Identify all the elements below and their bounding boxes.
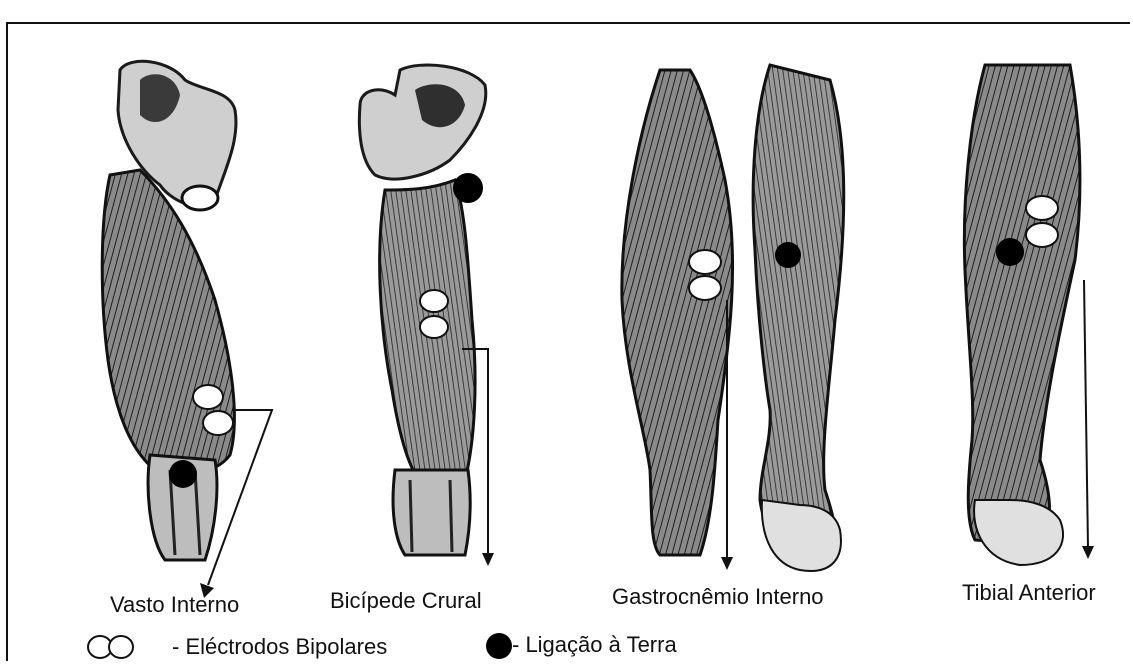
- electrode-gastro-2: [689, 276, 721, 300]
- thigh-illustration-vasto: [102, 61, 236, 560]
- electrode-vasto-1: [193, 385, 223, 409]
- legend-ground-icon: [486, 633, 512, 659]
- lower-leg-illustration-gastro-left: [622, 70, 733, 555]
- legend-ground-label: - Ligação à Terra: [512, 632, 677, 658]
- electrode-bicipede-1: [420, 290, 448, 312]
- calf-muscle-right: [753, 65, 844, 560]
- label-bicipede-crural: Bicípede Crural: [330, 588, 482, 614]
- markers: [169, 173, 1058, 488]
- ground-vasto: [169, 460, 197, 488]
- label-tibial-anterior: Tibial Anterior: [962, 580, 1096, 606]
- lower-leg-illustration-tibial: [964, 65, 1080, 565]
- ground-tibial: [996, 238, 1024, 266]
- thigh-illustration-bicipede: [359, 65, 485, 555]
- knee-shape-bicipede: [393, 470, 470, 555]
- label-vasto-interno: Vasto Interno: [110, 592, 239, 618]
- ground-bicipede: [453, 173, 483, 203]
- electrode-tibial-1: [1026, 196, 1058, 220]
- electrode-vasto-2: [203, 411, 233, 435]
- electrode-tibial-2: [1026, 223, 1058, 247]
- calf-muscle-left: [622, 70, 733, 555]
- arrowhead-tibial: [1082, 546, 1094, 559]
- ground-gastro: [775, 242, 801, 268]
- legend-electrode-icon-2: [109, 636, 133, 658]
- foot-tibial: [974, 500, 1063, 565]
- lower-leg-illustration-gastro-right: [753, 65, 844, 571]
- legend-electrodes-label: - Eléctrodos Bipolares: [172, 634, 387, 660]
- pelvis-shape-2: [359, 65, 485, 179]
- arrowhead-bicipede: [482, 553, 494, 566]
- shin-muscle-tibial: [964, 65, 1080, 545]
- electrode-gastro-1: [689, 250, 721, 274]
- arrowhead-gastro: [721, 557, 733, 570]
- hip-socket: [182, 186, 218, 210]
- label-gastrocnemio-interno: Gastrocnêmio Interno: [612, 584, 824, 610]
- arrow-tibial: [1084, 280, 1088, 548]
- electrode-bicipede-2: [420, 316, 448, 338]
